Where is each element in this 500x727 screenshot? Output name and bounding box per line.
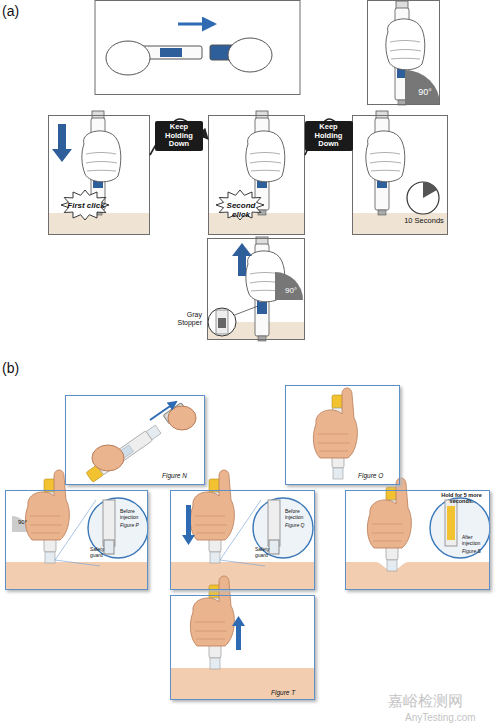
pen-window bbox=[268, 500, 280, 546]
state-label: Before injection bbox=[285, 509, 313, 521]
zoom-circle bbox=[88, 498, 148, 558]
hand bbox=[246, 131, 285, 182]
figure-label: Figure S bbox=[462, 549, 488, 555]
step-panel: Second click bbox=[208, 115, 305, 235]
indicator-window bbox=[447, 506, 455, 540]
figure-panel: Hold for 5 more seconds. After injectionF… bbox=[345, 490, 490, 590]
zoom-circle bbox=[253, 498, 313, 558]
starburst bbox=[61, 190, 109, 220]
zoom-circle bbox=[208, 308, 236, 336]
step-panel bbox=[95, 1, 300, 95]
gray-stopper bbox=[218, 318, 226, 328]
hand bbox=[190, 470, 234, 540]
angle-label: 90° bbox=[18, 519, 38, 526]
hand bbox=[367, 478, 411, 548]
step-panel: Gray Stopper90° bbox=[207, 238, 305, 340]
time-label: 10 Seconds bbox=[397, 217, 451, 226]
safety-guard bbox=[104, 540, 114, 554]
skin-surface bbox=[6, 562, 147, 589]
figure-label: Figure T bbox=[271, 689, 313, 696]
pen bbox=[86, 424, 162, 482]
motion-arrow bbox=[52, 124, 72, 162]
part-label: Gray Stopper bbox=[162, 311, 202, 327]
hand bbox=[386, 19, 425, 70]
figure-label: Figure Q bbox=[285, 523, 313, 529]
click-label: First click bbox=[62, 201, 110, 210]
timer-clock bbox=[407, 182, 439, 214]
instruction-box: Keep Holding Down bbox=[155, 121, 203, 151]
instruction-box: Keep Holding Down bbox=[305, 121, 353, 151]
state-label: After injection bbox=[462, 535, 488, 547]
instruction-note: Hold for 5 more seconds. bbox=[434, 492, 489, 505]
flow-arrow bbox=[305, 119, 352, 155]
hand bbox=[92, 445, 124, 471]
zoom-circle bbox=[430, 498, 490, 558]
hand bbox=[190, 576, 234, 646]
part-label: Safety guard bbox=[255, 547, 277, 559]
step-panel: First click bbox=[48, 115, 150, 235]
motion-arrow bbox=[150, 402, 176, 420]
figure-label: Figure N bbox=[162, 472, 204, 479]
motion-arrow bbox=[182, 505, 195, 545]
safety-guard bbox=[269, 540, 279, 554]
part-label: Safety guard bbox=[90, 547, 112, 559]
hand bbox=[168, 406, 196, 430]
figure-label: Figure P bbox=[120, 523, 148, 529]
figure-panel: Figure T bbox=[170, 595, 315, 700]
angle-label: 90° bbox=[280, 286, 302, 295]
motion-arrow bbox=[232, 616, 245, 650]
hand bbox=[25, 470, 69, 540]
step-panel: 10 Seconds bbox=[352, 115, 448, 235]
hand bbox=[82, 131, 121, 182]
motion-arrow bbox=[178, 23, 214, 26]
watermark: 嘉峪检测网 bbox=[388, 693, 498, 710]
state-label: Before injection bbox=[120, 509, 148, 521]
hand bbox=[366, 131, 405, 182]
skin-surface bbox=[209, 213, 304, 234]
flow-arrow bbox=[150, 119, 208, 155]
watermark: AnyTesting.com bbox=[405, 712, 500, 724]
skin-surface bbox=[171, 668, 314, 699]
motion-arrow bbox=[232, 243, 252, 276]
figure-panel: Figure N bbox=[65, 395, 205, 485]
section-label: (a) bbox=[2, 3, 32, 19]
figure-panel: 90° Before injectionSafety guard Figure P bbox=[5, 490, 148, 590]
hand bbox=[313, 388, 357, 458]
hand bbox=[228, 38, 272, 72]
timer-sector bbox=[423, 182, 437, 198]
figure-panel: Before injectionSafety guard Figure Q bbox=[170, 490, 315, 590]
skin-surface bbox=[346, 562, 489, 589]
click-label: Second click bbox=[217, 201, 265, 219]
section-label: (b) bbox=[2, 360, 32, 376]
pen-window bbox=[216, 310, 228, 334]
step-panel: 90° bbox=[367, 0, 440, 105]
figure-label: Figure O bbox=[358, 472, 400, 479]
angle-label: 90° bbox=[412, 87, 438, 97]
pen-label bbox=[160, 48, 182, 57]
pen-window bbox=[445, 500, 457, 546]
leader-line bbox=[232, 306, 258, 316]
skin-surface bbox=[171, 562, 314, 589]
starburst bbox=[216, 190, 264, 220]
angle-quadrant bbox=[275, 272, 303, 300]
skin-surface bbox=[49, 213, 149, 234]
angle-quadrant bbox=[405, 70, 440, 105]
hand bbox=[106, 41, 150, 75]
figure-panel: Figure O bbox=[285, 385, 400, 485]
pen-window bbox=[103, 500, 115, 546]
